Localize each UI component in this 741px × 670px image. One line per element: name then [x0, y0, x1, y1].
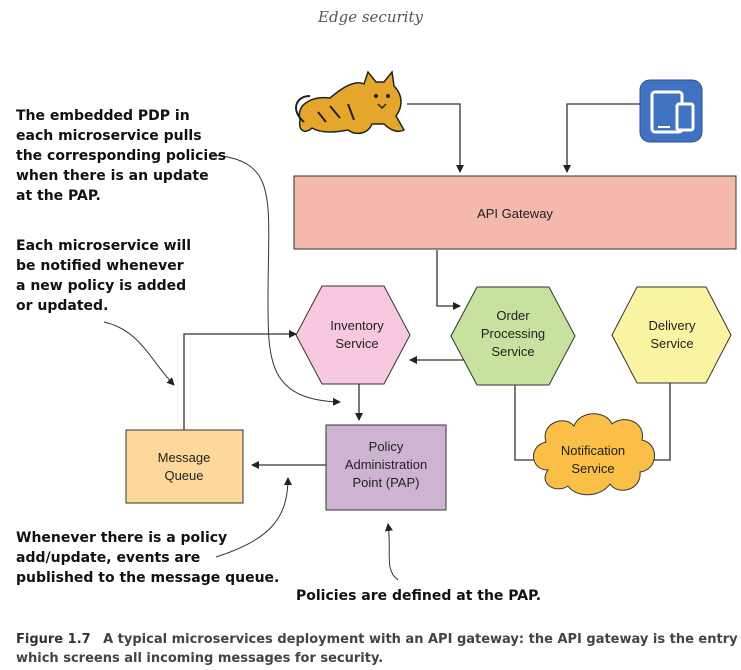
- notification-label-line2: Service: [571, 461, 614, 476]
- tomcat-cat-icon: [295, 70, 406, 135]
- api-gateway-label: API Gateway: [477, 206, 553, 221]
- annotation-leaders: [103, 154, 399, 581]
- pap-label-line1: Policy: [369, 439, 404, 454]
- inventory-service-node: Inventory Service: [295, 285, 411, 385]
- delivery-label-line1: Delivery: [649, 318, 696, 333]
- message-queue-node: Message Queue: [125, 429, 244, 504]
- pap-label-line3: Point (PAP): [353, 475, 420, 490]
- notification-service-node: Notification Service: [533, 413, 655, 496]
- notification-label-line1: Notification: [561, 443, 625, 458]
- figure-caption: Figure 1.7 A typical microservices deplo…: [16, 630, 741, 668]
- inventory-label-line1: Inventory: [330, 318, 384, 333]
- mobile-devices-icon: [639, 79, 703, 143]
- note-notified: Each microservice will be notified whene…: [16, 238, 192, 314]
- order-label-line2: Processing: [481, 326, 545, 341]
- caption-label: Figure 1.7: [16, 632, 91, 647]
- message-queue-label-line1: Message: [158, 450, 211, 465]
- running-head: Edge security: [318, 8, 423, 26]
- delivery-service-node: Delivery Service: [611, 286, 732, 384]
- caption-text-line1: A typical microservices deployment with …: [103, 632, 741, 647]
- order-processing-service-node: Order Processing Service: [450, 286, 576, 386]
- pap-label-line2: Administration: [345, 457, 427, 472]
- order-label-line3: Service: [491, 344, 534, 359]
- api-gateway-node: API Gateway: [293, 175, 737, 250]
- connectors: [183, 103, 671, 469]
- note-pdp-pull: The embedded PDP in each microservice pu…: [16, 108, 227, 204]
- note-policies: Policies are defined at the PAP.: [296, 588, 542, 604]
- note-events: Whenever there is a policy add/update, e…: [16, 530, 280, 586]
- message-queue-label-line2: Queue: [164, 468, 203, 483]
- delivery-label-line2: Service: [650, 336, 693, 351]
- caption-text-line2: which screens all incoming messages for …: [16, 651, 384, 666]
- inventory-label-line2: Service: [335, 336, 378, 351]
- pap-node: Policy Administration Point (PAP): [325, 424, 447, 511]
- order-label-line1: Order: [496, 308, 530, 323]
